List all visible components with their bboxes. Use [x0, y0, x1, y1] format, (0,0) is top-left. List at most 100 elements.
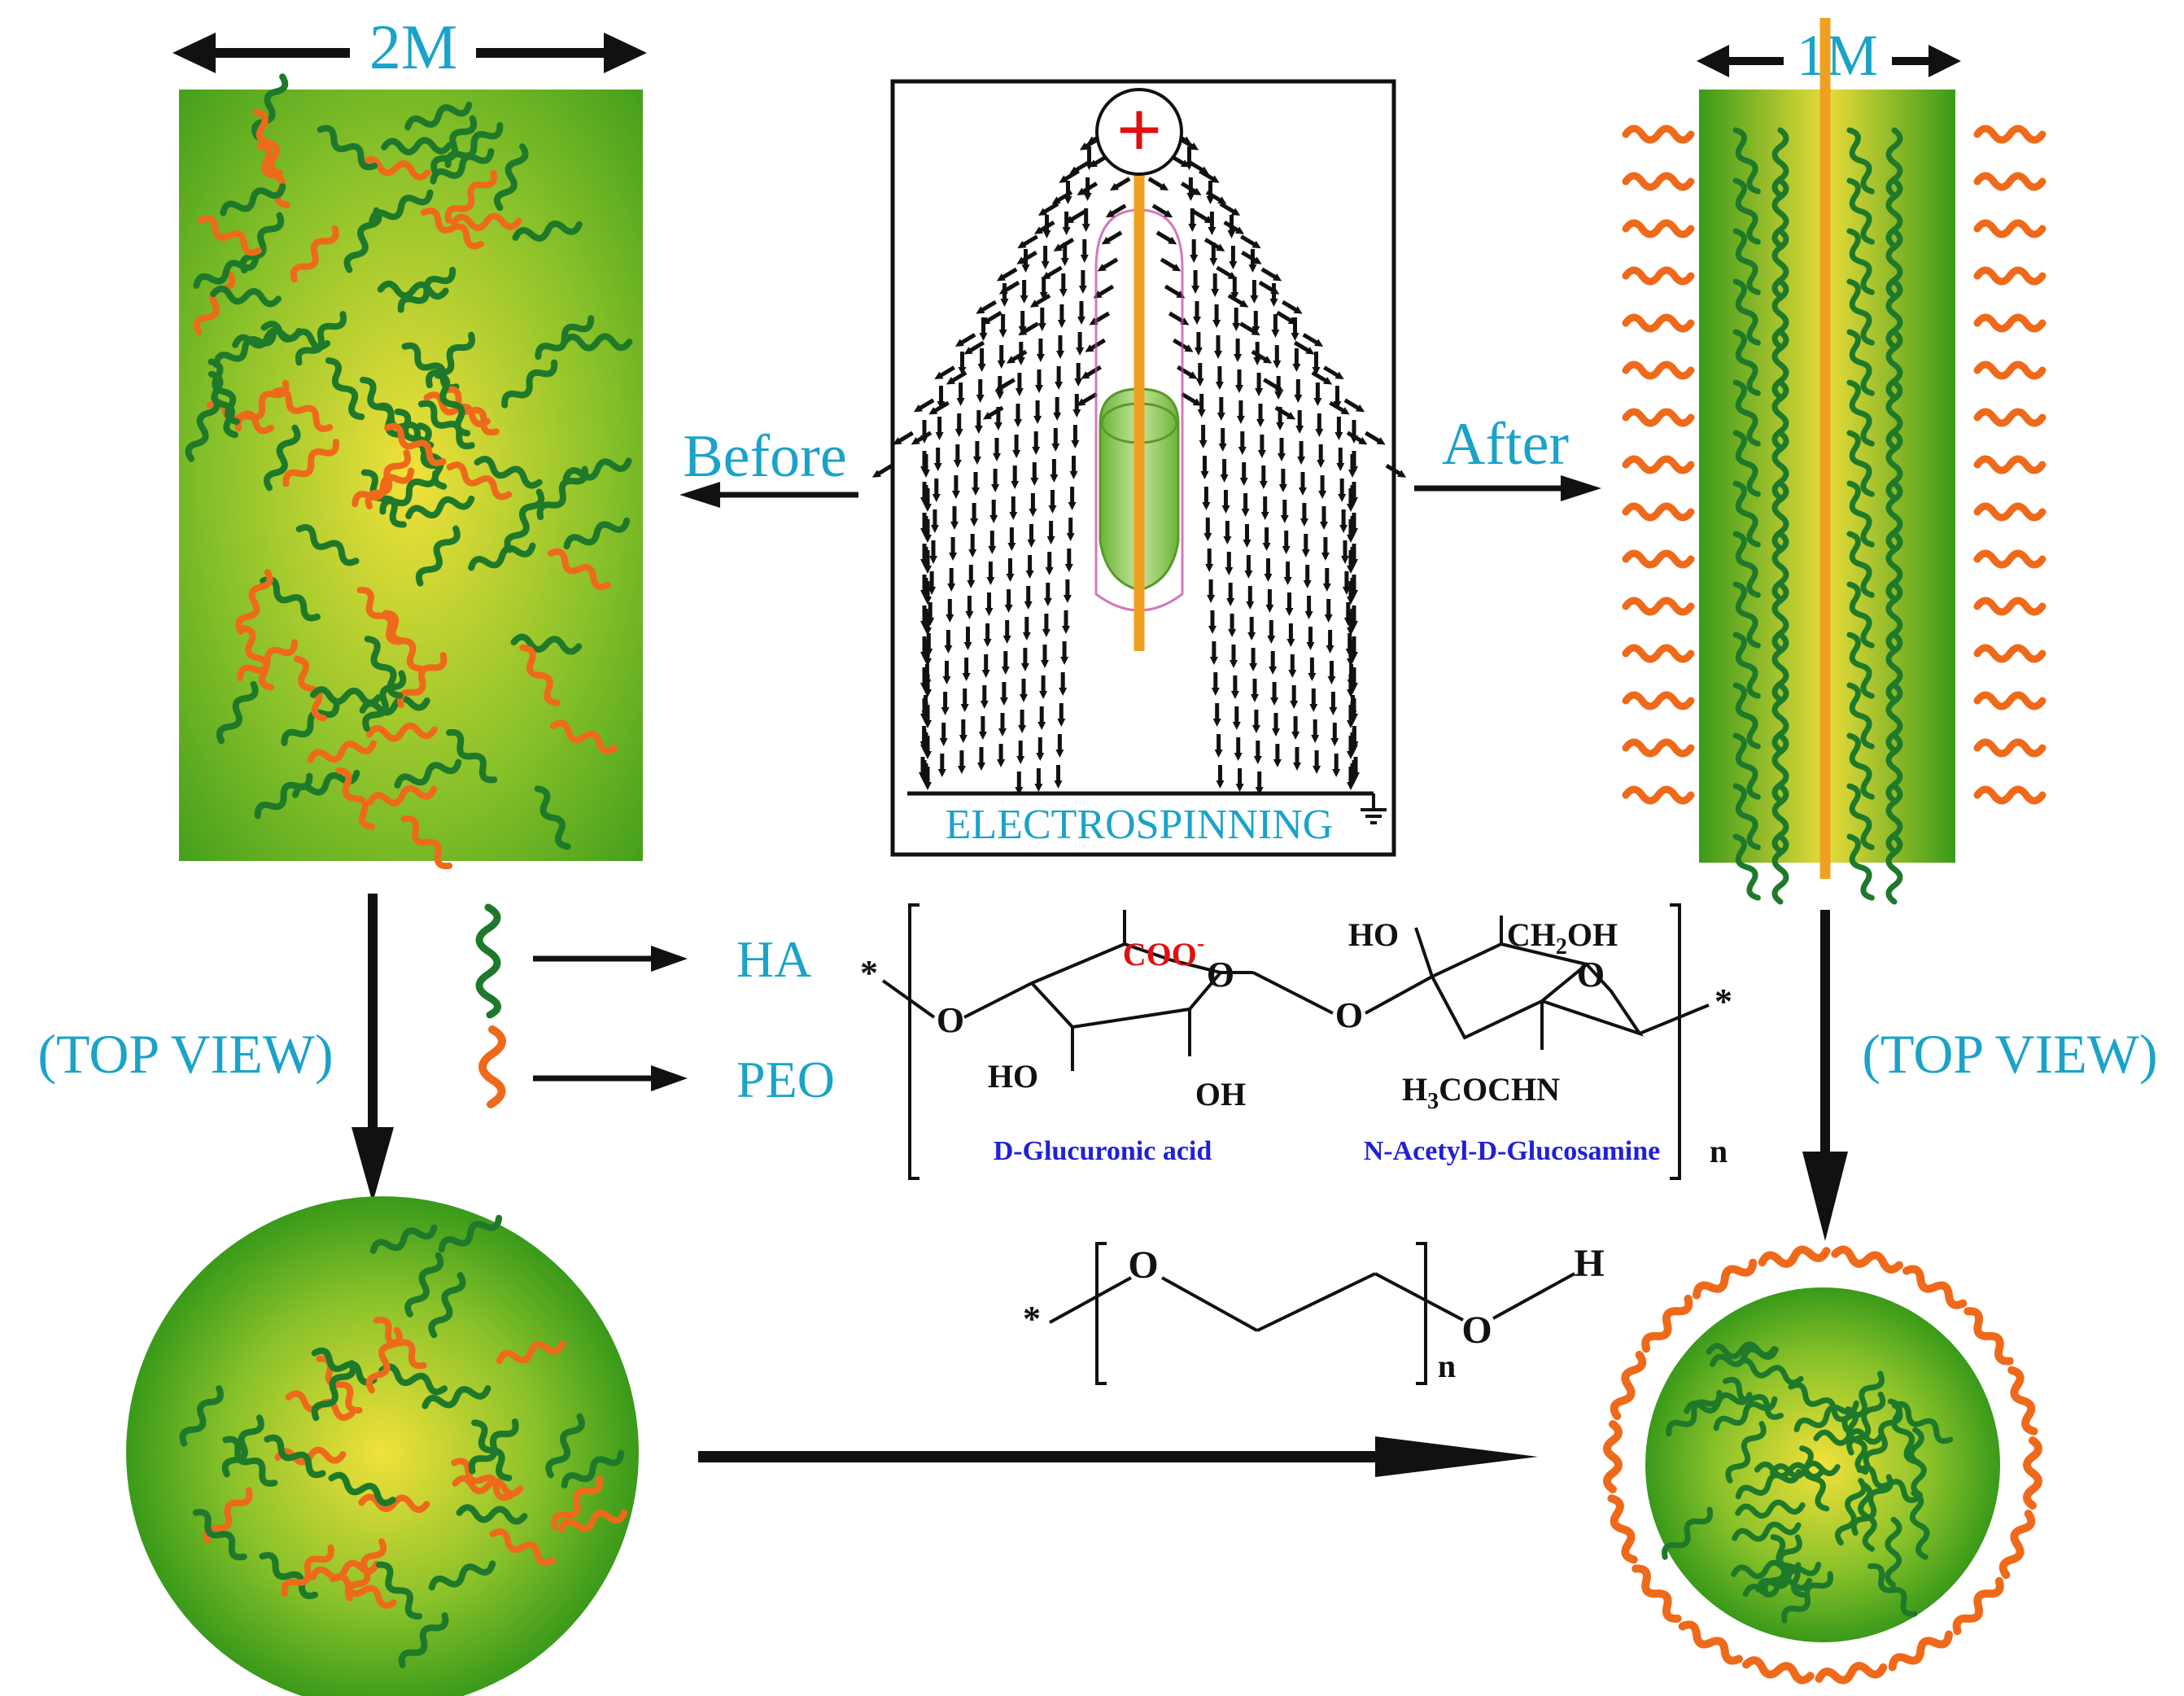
field-arrow: [1006, 349, 1028, 364]
ha-chain: [394, 758, 462, 789]
ha-chain: [1732, 480, 1761, 548]
ha-chain: [434, 372, 471, 437]
peo-chain: [290, 225, 339, 283]
peo-chain: [367, 785, 438, 806]
plus-sign: +: [1116, 85, 1163, 175]
peo-chain: [1631, 1564, 1682, 1623]
ha-chain: [501, 359, 558, 409]
ha-chain: [397, 266, 456, 313]
ha-chain: [1771, 632, 1789, 703]
peo-bracket-left: [1095, 1242, 1107, 1385]
peo-chain: [1622, 549, 1695, 569]
ha-chain: [1755, 1562, 1822, 1593]
field-arrow: [1059, 168, 1080, 183]
peo-chain: [1973, 361, 2046, 380]
field-arrow: [911, 431, 933, 445]
ha-chain: [1771, 783, 1789, 855]
peo-chain: [1973, 549, 2046, 569]
field-arrow: [1329, 400, 1350, 415]
field-arrow: [1199, 168, 1220, 183]
field-arrow: [1216, 265, 1237, 280]
ha-chain: [1732, 379, 1761, 447]
field-arrow: [913, 398, 935, 413]
ha-chain: [504, 488, 545, 553]
ha-chain: [260, 576, 321, 622]
ha-chain: [1850, 1474, 1894, 1536]
peo-chain: [2007, 1366, 2038, 1436]
ha-chain: [1732, 430, 1761, 497]
ha-chain: [216, 680, 259, 745]
ha-chain: [1846, 228, 1875, 295]
field-arrow: [1109, 177, 1131, 191]
field-arrow: [1293, 340, 1315, 355]
ha-chain: [311, 1360, 356, 1422]
peo-chain: [1678, 1620, 1743, 1665]
field-arrow: [1093, 284, 1115, 299]
ha-chain: [179, 1385, 224, 1447]
peo-chain: [1622, 361, 1695, 380]
ha-chain: [1781, 1571, 1834, 1624]
ha-chain: [1885, 329, 1903, 400]
after-label: After: [1442, 411, 1569, 478]
field-arrow: [1203, 238, 1225, 251]
peo-chain: [489, 1528, 556, 1567]
ha-carboxylate: COO-: [1123, 931, 1204, 973]
peo-chain: [358, 1493, 430, 1514]
ha-chain: [1732, 278, 1761, 346]
ha-chain: [251, 73, 289, 140]
ha-bracket-right: [1670, 903, 1681, 1180]
ha-chain: [468, 1418, 519, 1475]
field-arrow: [1240, 234, 1261, 249]
peo-chain: [1622, 219, 1695, 238]
field-arrow: [1177, 365, 1198, 379]
peo-chain: [1973, 408, 2046, 427]
peo-chain: [1758, 1245, 1831, 1268]
fiber-before-chains: [185, 73, 633, 870]
peo-chain: [451, 1458, 514, 1501]
ha-chain: [534, 785, 571, 850]
fiber-after-peo-left: [1622, 125, 1695, 805]
peo-chain: [551, 1475, 603, 1531]
ha-chain: [220, 183, 286, 216]
ha-chain: [259, 1552, 318, 1599]
before-label: Before: [683, 423, 846, 490]
peo-chain: [450, 212, 522, 232]
peo-chain: [1693, 1258, 1758, 1300]
ha-chain: [422, 1385, 491, 1410]
ha-star-left: *: [860, 953, 878, 993]
width-dimension-1m: 1M: [1697, 23, 1961, 88]
field-arrow: [1260, 267, 1282, 282]
ha-chain: [1706, 1341, 1777, 1360]
ha-chain: [561, 1449, 625, 1488]
peo-chain: [197, 215, 262, 256]
ha-labels: * O COO- O HO OH O HO CH2OH O H3COCHN * …: [860, 916, 1732, 1169]
left-down-arrow: [352, 894, 394, 1203]
ha-chain: [185, 394, 221, 462]
peo-chain: [547, 548, 611, 590]
ha-chain: [343, 207, 382, 273]
ha-chain: [1732, 228, 1761, 295]
peo-chain: [293, 655, 327, 722]
peo-chain: [1973, 597, 2046, 616]
field-arrow: [976, 299, 997, 314]
ha-chain: [1885, 783, 1903, 855]
peo-chain: [1622, 597, 1695, 616]
ha-chain: [1770, 1534, 1806, 1598]
peo-bracket-right: [1416, 1242, 1427, 1385]
peo-chain: [1622, 785, 1695, 805]
ha-chain: [1771, 732, 1789, 804]
ha-chain: [328, 1471, 396, 1506]
peo-chain: [281, 1544, 334, 1598]
field-arrow: [1282, 299, 1303, 314]
ha-chain: [317, 125, 378, 171]
field-arrow: [1053, 238, 1075, 251]
ha-chain: [1846, 430, 1875, 497]
ha-chain: [1885, 379, 1903, 451]
peo-chain: [1973, 785, 2046, 805]
peo-chain: [1622, 691, 1695, 710]
field-arrow: [1151, 203, 1173, 218]
electric-field-arrows: [871, 123, 1407, 795]
ha-chain: [561, 333, 633, 352]
ha-chain: [1846, 329, 1875, 396]
peo-chain: [1973, 172, 2046, 191]
